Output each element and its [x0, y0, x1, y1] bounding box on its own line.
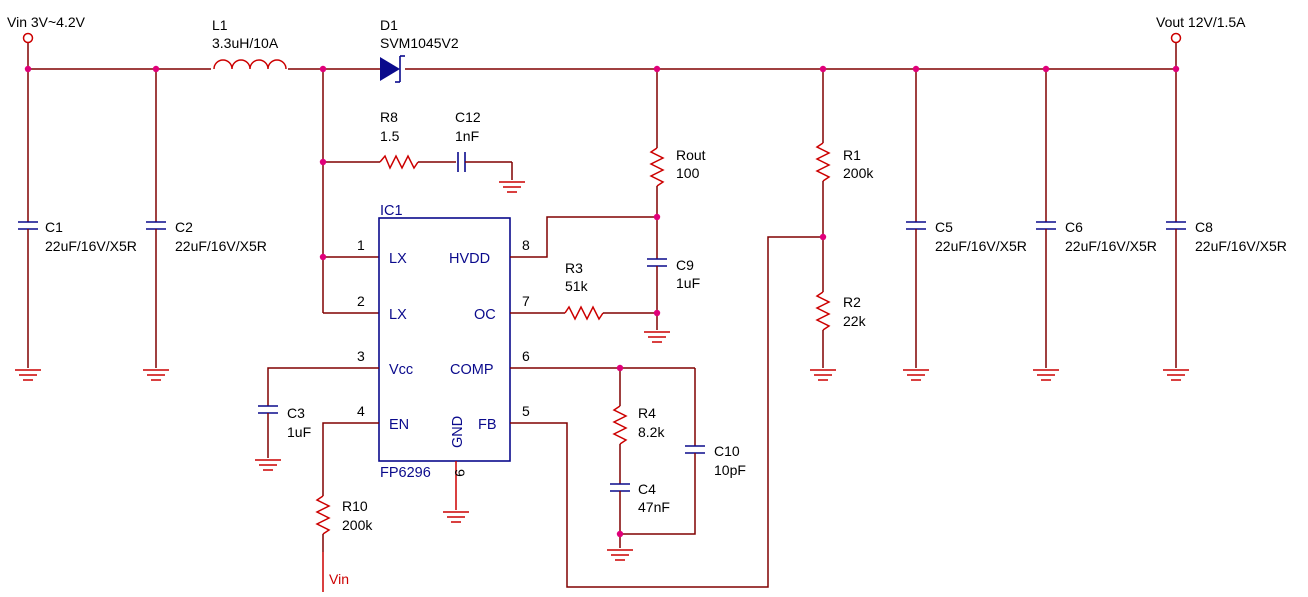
c8-value: 22uF/16V/X5R	[1195, 238, 1287, 254]
pin9-num: 9	[452, 469, 468, 477]
c5-ref: C5	[935, 219, 953, 235]
r3-value: 51k	[565, 278, 589, 294]
pin6-num: 6	[522, 348, 530, 364]
pin8-name: HVDD	[449, 251, 490, 267]
rout-ref: Rout	[676, 147, 706, 163]
junction-dots	[24, 65, 1180, 538]
ic1-ref: IC1	[380, 203, 403, 219]
pin7-num: 7	[522, 293, 530, 309]
resistor-r10	[315, 422, 379, 592]
d1-ref: D1	[380, 17, 398, 33]
r1-ref: R1	[843, 147, 861, 163]
pin6-name: COMP	[450, 362, 494, 378]
l1-value: 3.3uH/10A	[212, 35, 279, 51]
resistor-r8	[379, 154, 456, 170]
vout-port	[1170, 32, 1182, 44]
hvdd-net	[510, 216, 657, 258]
pin2-name: LX	[389, 307, 407, 323]
c6-ref: C6	[1065, 219, 1083, 235]
r4-ref: R4	[638, 405, 656, 421]
c9-ref: C9	[676, 257, 694, 273]
pin7-name: OC	[474, 307, 496, 323]
pin9-name: GND	[450, 416, 466, 448]
c1-ref: C1	[45, 219, 63, 235]
c6-value: 22uF/16V/X5R	[1065, 238, 1157, 254]
capacitor-c9	[643, 258, 671, 343]
c2-value: 22uF/16V/X5R	[175, 238, 267, 254]
c3-ref: C3	[287, 405, 305, 421]
vin-label: Vin 3V~4.2V	[7, 14, 86, 30]
c12-value: 1nF	[455, 128, 479, 144]
r1-value: 200k	[843, 165, 874, 181]
vout-label: Vout 12V/1.5A	[1156, 14, 1246, 30]
inductor-l1	[213, 59, 287, 70]
c12-ref: C12	[455, 109, 481, 125]
pin4-name: EN	[389, 417, 409, 433]
c8-ref: C8	[1195, 219, 1213, 235]
r2-value: 22k	[843, 313, 867, 329]
rout-value: 100	[676, 165, 700, 181]
c5-value: 22uF/16V/X5R	[935, 238, 1027, 254]
resistor-r2	[809, 291, 837, 381]
pin8-num: 8	[522, 237, 530, 253]
resistor-rout	[649, 69, 665, 259]
fb-net	[510, 236, 823, 588]
capacitor-c8	[1162, 69, 1190, 381]
comp-network	[510, 367, 705, 561]
capacitor-c3	[254, 367, 379, 471]
resistor-r1	[815, 69, 831, 292]
c9-value: 1uF	[676, 275, 700, 291]
pin5-num: 5	[522, 403, 530, 419]
capacitor-c1	[14, 69, 42, 381]
pin5-name: FB	[478, 417, 497, 433]
capacitor-c2	[142, 69, 170, 381]
r2-ref: R2	[843, 294, 861, 310]
ic1-part: FP6296	[380, 465, 431, 481]
r8-ref: R8	[380, 109, 398, 125]
pin1-num: 1	[357, 237, 365, 253]
l1-ref: L1	[212, 17, 228, 33]
c4-value: 47nF	[638, 499, 670, 515]
r10-value: 200k	[342, 517, 373, 533]
vin-port	[22, 32, 34, 44]
r4-value: 8.2k	[638, 424, 665, 440]
input-rail	[27, 43, 380, 70]
r8-value: 1.5	[380, 128, 400, 144]
d1-value: SVM1045V2	[380, 35, 459, 51]
c1-value: 22uF/16V/X5R	[45, 238, 137, 254]
pin3-name: Vcc	[389, 362, 413, 378]
pin2-num: 2	[357, 293, 365, 309]
output-rail	[405, 43, 1177, 70]
ic1-body	[378, 217, 511, 523]
r3-ref: R3	[565, 260, 583, 276]
c10-value: 10pF	[714, 462, 746, 478]
c2-ref: C2	[175, 219, 193, 235]
c4-ref: C4	[638, 481, 656, 497]
pin3-num: 3	[357, 348, 365, 364]
c10-ref: C10	[714, 443, 740, 459]
capacitor-c6	[1032, 69, 1060, 381]
lx-node	[322, 69, 380, 314]
r10-ref: R10	[342, 498, 368, 514]
vin-net-label: Vin	[329, 571, 349, 587]
resistor-r3	[510, 305, 657, 321]
pin1-name: LX	[389, 251, 407, 267]
diode-d1	[380, 55, 405, 83]
pin4-num: 4	[357, 403, 365, 419]
c3-value: 1uF	[287, 424, 311, 440]
capacitor-c5	[902, 69, 930, 381]
capacitor-c12	[457, 152, 526, 193]
